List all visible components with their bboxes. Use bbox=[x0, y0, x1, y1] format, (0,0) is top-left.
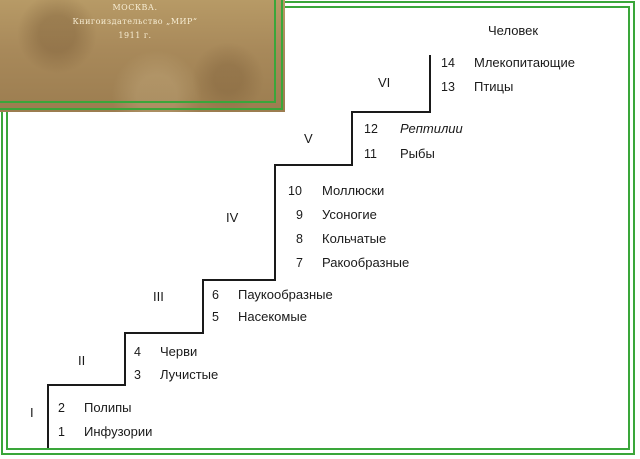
step-label-radiates: Лучистые bbox=[160, 367, 218, 382]
step-label-polyps: Полипы bbox=[84, 400, 132, 415]
step-label-reptiles: Рептилии bbox=[400, 121, 463, 136]
top-label-human: Человек bbox=[488, 23, 538, 38]
step-label-mammals: Млекопитающие bbox=[474, 55, 575, 70]
cover-year: 1911 г. bbox=[118, 31, 152, 40]
step-label-crustaceans: Ракообразные bbox=[322, 255, 409, 270]
step-label-barnacles: Усоногие bbox=[322, 207, 377, 222]
step-number-4: 4 bbox=[134, 345, 141, 359]
roman-v: V bbox=[304, 131, 313, 146]
outer-frame bbox=[1, 1, 635, 455]
step-label-annelids: Кольчатые bbox=[322, 231, 386, 246]
step-number-9: 9 bbox=[296, 208, 303, 222]
step-label-worms: Черви bbox=[160, 344, 197, 359]
cover-frame-inner bbox=[0, 0, 276, 103]
roman-ii: II bbox=[78, 353, 85, 368]
step-number-6: 6 bbox=[212, 288, 219, 302]
step-label-fish: Рыбы bbox=[400, 146, 435, 161]
step-label-insects: Насекомые bbox=[238, 309, 307, 324]
cover-publisher: Книгоиздательство „МИР“ bbox=[72, 17, 198, 26]
staircase-line bbox=[47, 55, 431, 448]
step-number-10: 10 bbox=[288, 184, 302, 198]
step-number-2: 2 bbox=[58, 401, 65, 415]
step-number-5: 5 bbox=[212, 310, 219, 324]
step-number-8: 8 bbox=[296, 232, 303, 246]
step-number-3: 3 bbox=[134, 368, 141, 382]
roman-i: I bbox=[30, 405, 34, 420]
cover-frame-outer bbox=[0, 0, 283, 110]
step-number-14: 14 bbox=[441, 56, 455, 70]
step-number-12: 12 bbox=[364, 122, 378, 136]
step-label-molluscs: Моллюски bbox=[322, 183, 384, 198]
cover-city: МОСКВА. bbox=[112, 3, 158, 12]
step-number-1: 1 bbox=[58, 425, 65, 439]
step-label-birds: Птицы bbox=[474, 79, 513, 94]
inner-frame bbox=[6, 6, 630, 450]
roman-vi: VI bbox=[378, 75, 390, 90]
book-cover-image: МОСКВА. Книгоиздательство „МИР“ 1911 г. bbox=[0, 0, 285, 112]
roman-iii: III bbox=[153, 289, 164, 304]
step-number-11: 11 bbox=[364, 147, 377, 161]
step-number-13: 13 bbox=[441, 80, 455, 94]
step-label-arachnids: Паукообразные bbox=[238, 287, 333, 302]
roman-iv: IV bbox=[226, 210, 239, 225]
step-label-infusoria: Инфузории bbox=[84, 424, 152, 439]
step-number-7: 7 bbox=[296, 256, 303, 270]
